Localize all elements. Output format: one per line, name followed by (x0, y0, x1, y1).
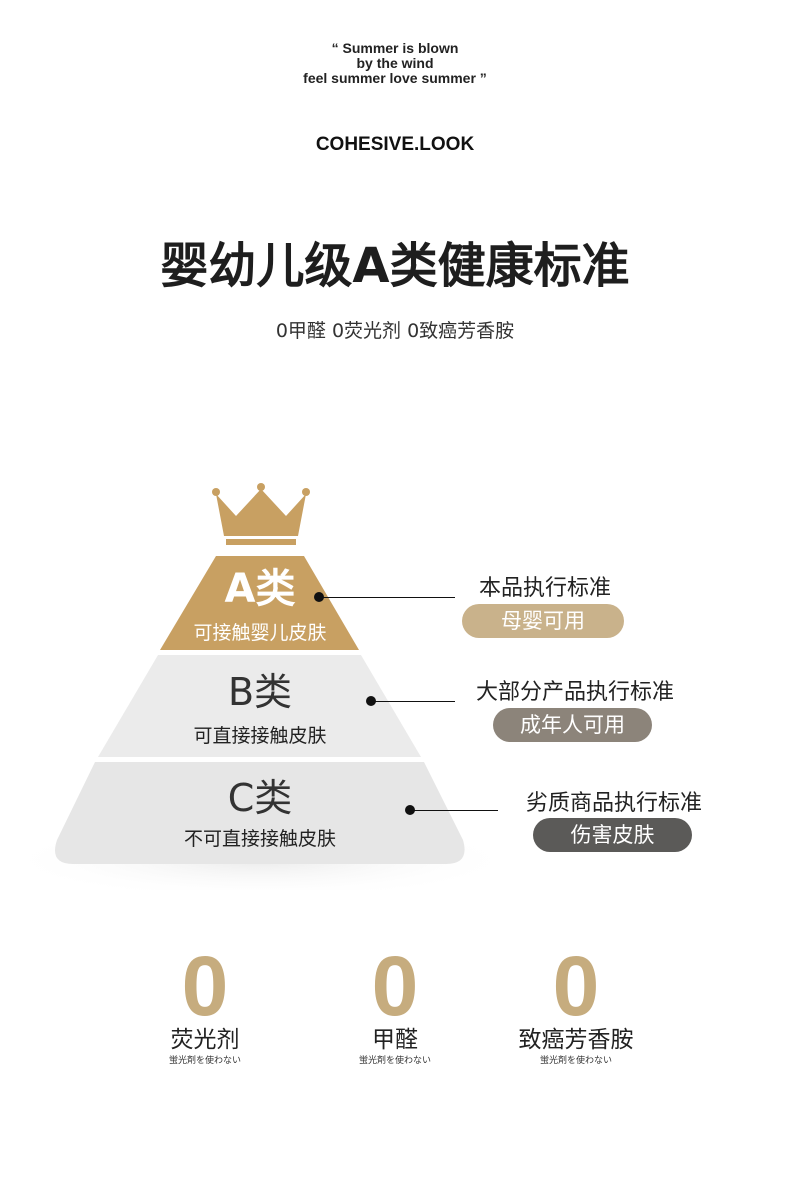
quote-line-3: feel summer love summer ” (303, 70, 487, 86)
tier-a-grade: A类 (224, 566, 296, 612)
zero-note-2: 蛍光剤を使わない (358, 1056, 431, 1066)
tier-a-desc: 可接触婴儿皮肤 (193, 622, 327, 644)
pyramid (0, 483, 520, 890)
zero-value-3: 0 (552, 939, 600, 1033)
tier-c-shape (55, 762, 465, 864)
zero-label-1: 荧光剂 (170, 1027, 240, 1053)
zero-value-1: 0 (181, 939, 229, 1033)
tier-b-desc: 可直接接触皮肤 (193, 725, 327, 747)
tier-a-pill: 母婴可用 (462, 604, 624, 638)
tier-b-pill: 成年人可用 (493, 708, 652, 742)
tier-b-pointer-line (371, 701, 455, 702)
quote-line-2: by the wind (356, 55, 434, 71)
subtitle: 0甲醛 0荧光剂 0致癌芳香胺 (275, 320, 515, 342)
tier-b-grade: B类 (227, 670, 293, 714)
tier-a-pointer-line (319, 597, 455, 598)
tier-b-label: 大部分产品执行标准 (475, 680, 674, 705)
tier-c-label: 劣质商品执行标准 (525, 791, 702, 816)
tier-a-shape (160, 556, 359, 650)
tier-c-pointer-line (410, 810, 498, 811)
brand-name: COHESIVE.LOOK (315, 134, 475, 155)
tier-a-label: 本品执行标准 (478, 576, 611, 601)
zero-label-2: 甲醛 (372, 1027, 418, 1053)
zero-label-3: 致癌芳香胺 (518, 1027, 634, 1053)
crown-icon (212, 483, 310, 545)
page-title: 婴幼儿级A类健康标准 (160, 238, 630, 294)
zero-note-3: 蛍光剤を使わない (539, 1056, 612, 1066)
zero-note-1: 蛍光剤を使わない (168, 1056, 241, 1066)
tier-c-desc: 不可直接接触皮肤 (183, 828, 336, 850)
tier-c-pill: 伤害皮肤 (533, 818, 692, 852)
quote-line-1: “ Summer is blown (331, 40, 459, 56)
tier-b-shape (98, 655, 421, 757)
tier-c-grade: C类 (227, 776, 293, 820)
zero-value-2: 0 (371, 939, 419, 1033)
